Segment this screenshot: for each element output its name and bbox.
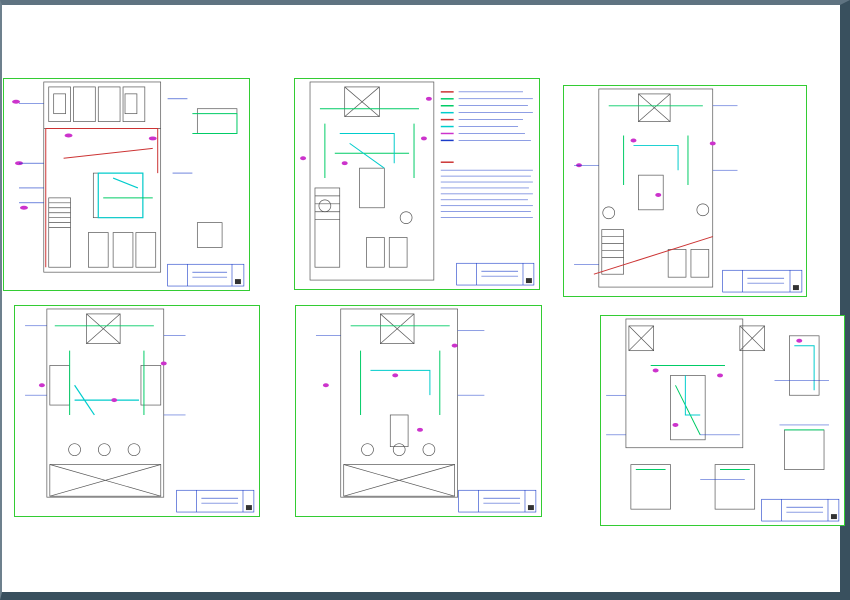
sheet-2[interactable] [294,78,540,290]
model-space-canvas[interactable] [2,5,845,595]
sheet-4[interactable] [14,305,260,517]
title-block [722,269,803,293]
sheet-2-drawing [300,81,535,286]
sheet-1[interactable] [3,78,250,291]
legend [440,91,454,142]
title-block [456,262,535,286]
sheet-5[interactable] [295,305,542,517]
sheet-4-drawing [25,308,255,513]
sheet-1-drawing [12,81,245,287]
sheet-6-drawing [606,318,840,522]
sheet-6[interactable] [600,315,845,526]
title-block [176,489,255,513]
general-notes [440,161,533,218]
title-block [458,489,537,513]
sheet-5-drawing [315,308,537,513]
sheet-3-drawing [574,88,803,293]
title-block [167,263,245,287]
title-block [761,498,840,522]
sheet-3[interactable] [563,85,807,297]
